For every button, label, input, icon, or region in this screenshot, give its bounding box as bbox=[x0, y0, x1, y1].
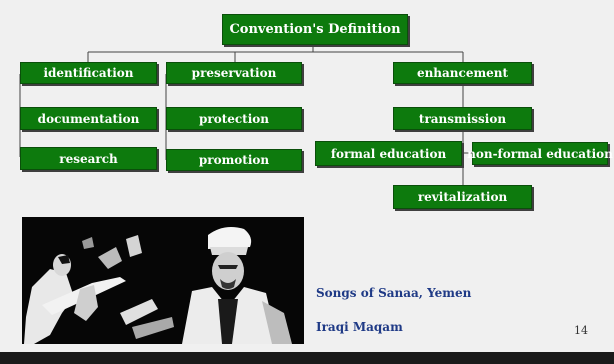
bottom-bar bbox=[0, 352, 614, 364]
node-non-formal-education: non-formal education bbox=[467, 142, 613, 165]
diagram-title: Convention's Definition bbox=[222, 14, 408, 45]
node-research: research bbox=[20, 147, 157, 170]
node-preservation: preservation bbox=[166, 62, 302, 84]
node-protection: protection bbox=[166, 107, 302, 130]
node-revitalization: revitalization bbox=[393, 185, 532, 209]
node-transmission: transmission bbox=[393, 107, 532, 130]
node-identification: identification bbox=[20, 62, 157, 84]
node-enhancement: enhancement bbox=[393, 62, 532, 84]
node-formal-education: formal education bbox=[315, 141, 462, 166]
caption-iraqi-maqam: Iraqi Maqam bbox=[316, 320, 403, 334]
musicians-photo bbox=[22, 217, 304, 344]
slide: Convention's Definition identification d… bbox=[19, 14, 613, 344]
caption-songs-of-sanaa: Songs of Sanaa, Yemen bbox=[316, 286, 472, 300]
node-documentation: documentation bbox=[20, 107, 157, 130]
page-number: 14 bbox=[574, 324, 588, 337]
node-promotion: promotion bbox=[166, 149, 302, 171]
